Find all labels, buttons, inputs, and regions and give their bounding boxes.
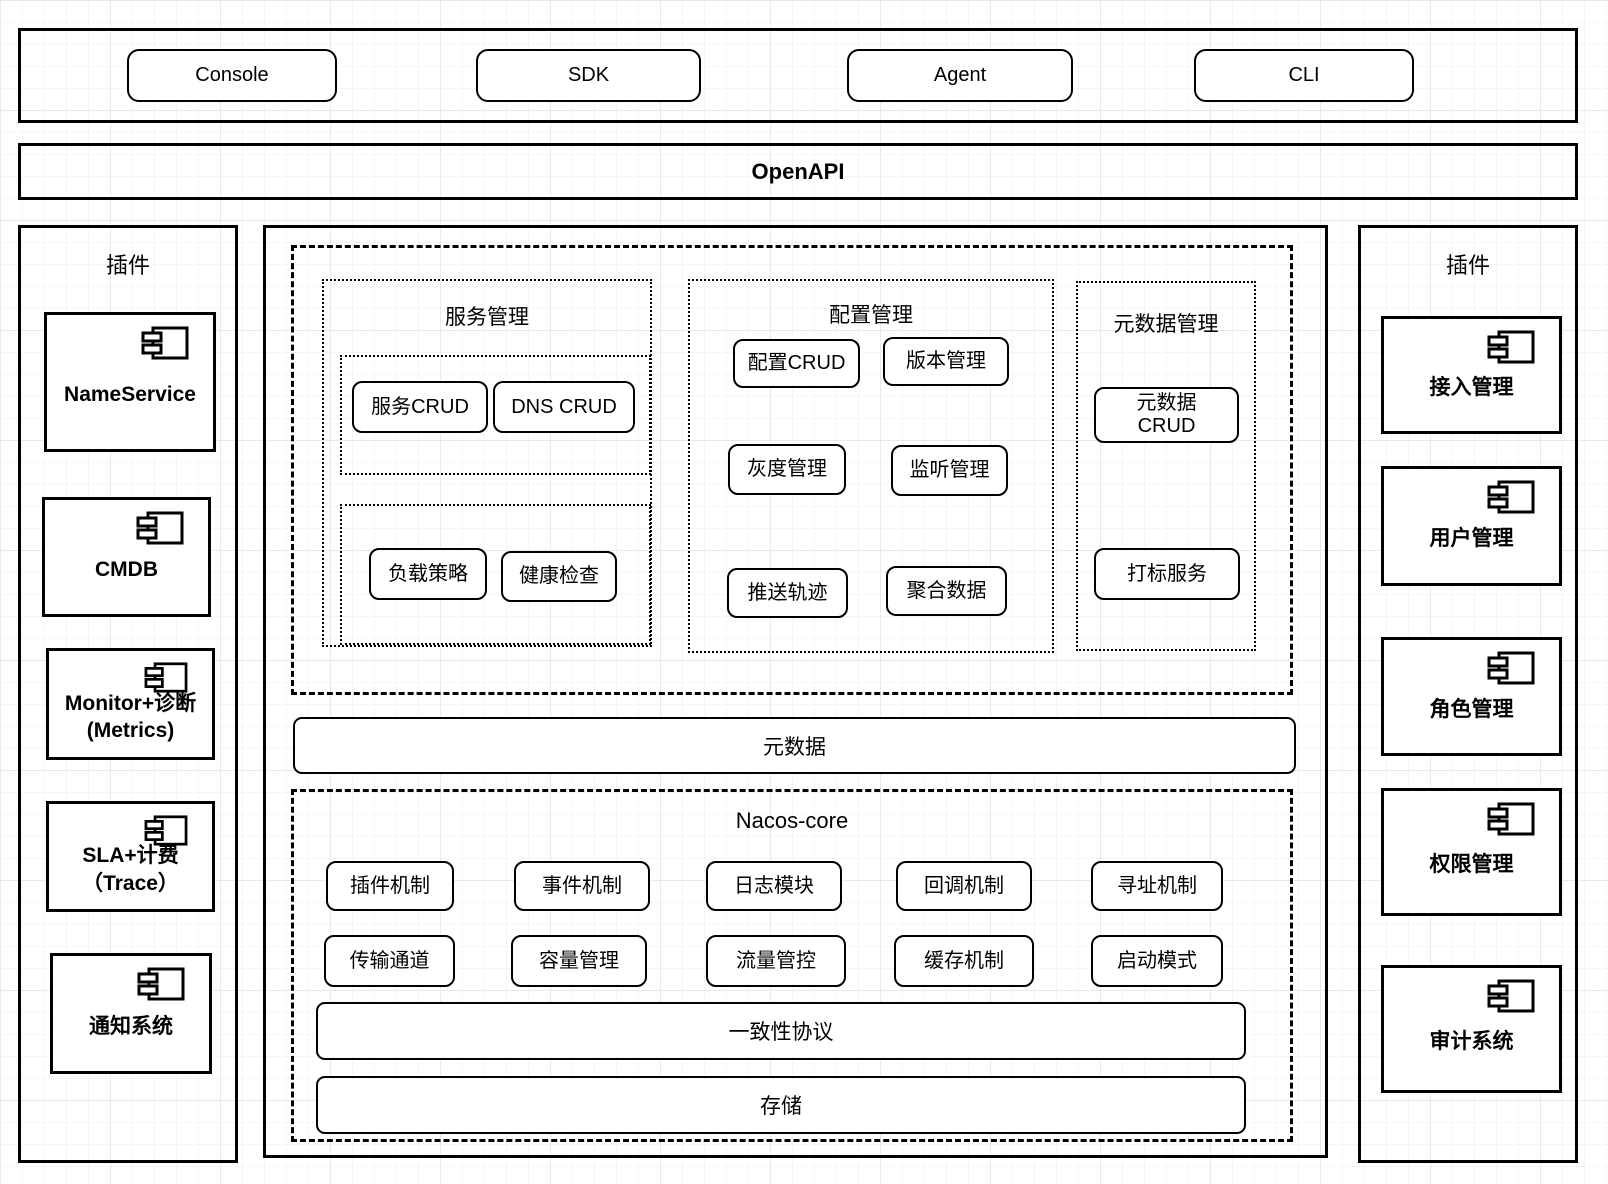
component-icon [144,662,188,698]
startup-mode-node[interactable]: 启动模式 [1091,935,1223,987]
component-label: 审计系统 [1429,1030,1514,1054]
left-plugin-panel[interactable]: 插件 NameService CMDB [18,225,238,1163]
monitor-metrics-component[interactable]: Monitor+诊断 (Metrics) [46,648,215,760]
nameservice-component[interactable]: NameService [44,312,216,452]
right-panel-title: 插件 [1445,253,1490,278]
config-mgmt-title: 配置管理 [829,304,913,327]
storage-bar[interactable]: 存储 [316,1076,1246,1134]
notification-system-component[interactable]: 通知系统 [50,953,212,1074]
aggregate-data-node[interactable]: 聚合数据 [886,566,1007,616]
component-icon [1487,330,1535,369]
gray-release-node[interactable]: 灰度管理 [728,444,846,495]
user-mgmt-component[interactable]: 用户管理 [1381,466,1562,586]
nacos-core-title: Nacos-core [735,808,849,833]
component-icon [144,815,188,851]
metadata-bar[interactable]: 元数据 [293,717,1296,774]
metadata-mgmt-section[interactable]: 元数据管理 元数据 CRUD 打标服务 [1076,281,1256,651]
access-mgmt-component[interactable]: 接入管理 [1381,316,1562,434]
component-icon [1487,802,1535,841]
health-check-node[interactable]: 健康检查 [501,551,617,602]
agent-node[interactable]: Agent [847,49,1073,102]
permission-mgmt-component[interactable]: 权限管理 [1381,788,1562,916]
component-label: CMDB [95,558,158,582]
component-label: 通知系统 [89,1014,173,1038]
sla-trace-component[interactable]: SLA+计费 （Trace） [46,801,215,912]
log-module-node[interactable]: 日志模块 [706,861,842,911]
cli-node[interactable]: CLI [1194,49,1414,102]
transport-channel-node[interactable]: 传输通道 [324,935,455,987]
nacos-core-section[interactable]: Nacos-core 插件机制 事件机制 日志模块 回调机制 寻址机制 传输通道… [291,789,1293,1142]
version-mgmt-node[interactable]: 版本管理 [883,337,1009,386]
service-mgmt-title: 服务管理 [445,306,529,329]
component-icon [1487,480,1535,519]
component-label: 接入管理 [1429,376,1514,400]
upper-modules-container[interactable]: 服务管理 服务CRUD DNS CRUD 负载策略 健康检查 配置管理 配置CR… [291,245,1293,695]
center-container[interactable]: 服务管理 服务CRUD DNS CRUD 负载策略 健康检查 配置管理 配置CR… [263,225,1328,1158]
event-mechanism-node[interactable]: 事件机制 [514,861,650,911]
audit-system-component[interactable]: 审计系统 [1381,965,1562,1093]
service-crud-group[interactable]: 服务CRUD DNS CRUD [340,355,651,475]
component-icon [1487,651,1535,690]
service-mgmt-section[interactable]: 服务管理 服务CRUD DNS CRUD 负载策略 健康检查 [322,279,652,647]
plugin-mechanism-node[interactable]: 插件机制 [326,861,454,911]
component-label: 用户管理 [1429,527,1514,551]
capacity-mgmt-node[interactable]: 容量管理 [511,935,647,987]
push-track-node[interactable]: 推送轨迹 [727,568,848,618]
component-label: Monitor+诊断 (Metrics) [64,691,197,742]
cache-mechanism-node[interactable]: 缓存机制 [894,935,1034,987]
component-icon [1487,979,1535,1018]
component-label: NameService [64,383,196,407]
addressing-mechanism-node[interactable]: 寻址机制 [1091,861,1223,911]
cmdb-component[interactable]: CMDB [42,497,211,617]
metadata-crud-node[interactable]: 元数据 CRUD [1094,387,1239,443]
sdk-node[interactable]: SDK [476,49,701,102]
listener-mgmt-node[interactable]: 监听管理 [891,445,1008,496]
component-label: 角色管理 [1429,697,1514,721]
service-crud-node[interactable]: 服务CRUD [352,381,488,433]
component-icon [141,326,189,365]
load-strategy-node[interactable]: 负载策略 [369,548,487,600]
component-icon [137,967,185,1006]
client-layer-box[interactable]: Console SDK Agent CLI [18,28,1578,123]
left-panel-title: 插件 [105,253,150,278]
role-mgmt-component[interactable]: 角色管理 [1381,637,1562,756]
config-mgmt-section[interactable]: 配置管理 配置CRUD 版本管理 灰度管理 监听管理 推送轨迹 聚合数据 [688,279,1054,653]
tagging-service-node[interactable]: 打标服务 [1094,548,1240,600]
component-icon [136,511,184,550]
component-label: SLA+计费 （Trace） [82,844,179,895]
dns-crud-node[interactable]: DNS CRUD [493,381,635,433]
flow-control-node[interactable]: 流量管控 [706,935,846,987]
callback-mechanism-node[interactable]: 回调机制 [896,861,1032,911]
metadata-mgmt-title: 元数据管理 [1113,313,1219,336]
component-label: 权限管理 [1429,853,1514,877]
right-plugin-panel[interactable]: 插件 接入管理 用户管理 [1358,225,1578,1163]
console-node[interactable]: Console [127,49,337,102]
service-strategy-group[interactable]: 负载策略 健康检查 [340,504,651,645]
config-crud-node[interactable]: 配置CRUD [733,339,860,388]
openapi-bar[interactable]: OpenAPI [18,143,1578,200]
consistency-protocol-bar[interactable]: 一致性协议 [316,1002,1246,1060]
